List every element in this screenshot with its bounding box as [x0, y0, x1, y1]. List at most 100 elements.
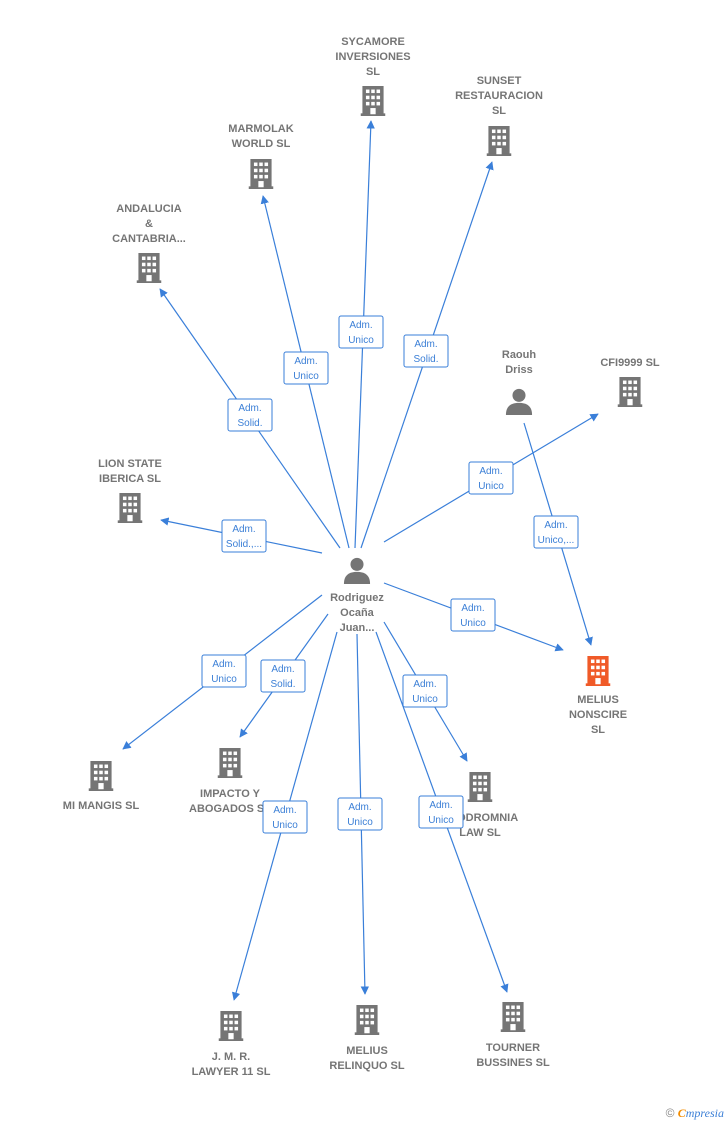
person-icon	[343, 557, 371, 584]
edge-label-impacto[interactable]: Adm. Solid.	[260, 659, 306, 693]
footer-brand: © Cmpresia	[666, 1106, 724, 1121]
node-label-line: CANTABRIA...	[112, 233, 186, 245]
building-icon	[88, 761, 114, 791]
edge-label-lionstate[interactable]: Adm. Solid.,...	[221, 519, 267, 553]
node-label-line: &	[145, 218, 153, 230]
edge-label-andalucia[interactable]: Adm. Solid.	[227, 398, 273, 432]
building-icon	[360, 86, 386, 116]
node-label-line: WORLD SL	[232, 138, 291, 150]
node-label-line: NONSCIRE	[569, 709, 627, 721]
edge-label-box	[227, 398, 273, 432]
edge-label-line: Adm.	[273, 805, 296, 816]
node-label-line: LAW SL	[459, 827, 501, 839]
building-icon	[585, 656, 611, 686]
node-cfi9999[interactable]: CFI9999 SL	[600, 357, 660, 407]
edge-label-line: Adm.	[544, 520, 567, 531]
edge-label-line: Unico	[293, 371, 319, 382]
edge-label-sycamore[interactable]: Adm.Unico	[338, 315, 384, 349]
edge-label-line: Adm.	[479, 466, 502, 477]
node-label-line: SL	[492, 105, 506, 117]
edge-label-sunset[interactable]: Adm. Solid.	[403, 334, 449, 368]
node-label-line: MELIUS	[346, 1045, 388, 1057]
node-label-line: SYCAMORE	[341, 36, 405, 48]
edge-label-line: Solid.,...	[226, 539, 262, 550]
edge-label-mimangis[interactable]: Adm.Unico	[201, 654, 247, 688]
edge-label-line: Adm.	[232, 524, 255, 535]
building-icon	[486, 126, 512, 156]
edge-label-line: Solid.	[237, 418, 262, 429]
edge-label-line: Unico	[478, 481, 504, 492]
node-label-line: SL	[366, 66, 380, 78]
edge-label-line: Solid.	[413, 354, 438, 365]
edge-label-marmolak[interactable]: Adm. Unico	[283, 351, 329, 385]
node-label-line: LAWYER 11 SL	[192, 1066, 271, 1078]
edge-label-box	[262, 800, 308, 834]
edge-label-melius_relinquo[interactable]: Adm.Unico	[337, 797, 383, 831]
node-label-line: TOURNER	[486, 1042, 540, 1054]
node-label-line: ABOGADOS SL	[189, 803, 271, 815]
building-icon	[467, 772, 493, 802]
node-jmr[interactable]: J. M. R. LAWYER 11 SL	[192, 1011, 271, 1078]
building-icon	[617, 377, 643, 407]
edge-label-melius_nonscire[interactable]: Adm. Unico	[450, 598, 496, 632]
node-label-line: MELIUS	[577, 694, 619, 706]
node-label-line: IMPACTO Y	[200, 788, 261, 800]
edge-label-box	[468, 461, 514, 495]
node-sycamore[interactable]: SYCAMORE INVERSIONES SL	[335, 36, 411, 116]
node-label-line: BUSSINES SL	[476, 1057, 550, 1069]
node-label-line: Raouh	[502, 349, 537, 361]
edge-label-line: Adm.	[461, 603, 484, 614]
edge-label-box	[201, 654, 247, 688]
edge-label-prodromnia[interactable]: Adm.Unico	[402, 674, 448, 708]
edge-label-line: Adm.	[238, 403, 261, 414]
edge-label-tourner[interactable]: Adm.Unico	[418, 795, 464, 829]
edge-label-line: Unico	[460, 618, 486, 629]
building-icon	[136, 253, 162, 283]
edge-label-line: Adm.	[271, 664, 294, 675]
edge-label-melius_nonscire[interactable]: Adm. Unico,...	[533, 515, 579, 549]
node-label-line: RELINQUO SL	[329, 1060, 404, 1072]
node-label-line: Rodriguez	[330, 592, 384, 604]
building-icon	[248, 159, 274, 189]
edge-label-line: Unico	[347, 817, 373, 828]
node-label-line: INVERSIONES	[335, 51, 410, 63]
person-icon	[505, 388, 533, 415]
node-label-line: ANDALUCIA	[116, 203, 181, 215]
node-center[interactable]: RodriguezOcañaJuan...	[330, 557, 384, 634]
edge-label-jmr[interactable]: Adm. Unico	[262, 800, 308, 834]
edge-label-line: Adm.	[414, 339, 437, 350]
node-label-line: Driss	[505, 364, 533, 376]
building-icon	[500, 1002, 526, 1032]
node-tourner[interactable]: TOURNER BUSSINES SL	[476, 1002, 550, 1069]
node-impacto[interactable]: IMPACTO Y ABOGADOS SL	[189, 748, 271, 815]
node-label-line: J. M. R.	[212, 1051, 251, 1063]
edge-label-cfi9999[interactable]: Adm. Unico	[468, 461, 514, 495]
node-marmolak[interactable]: MARMOLAK WORLD SL	[228, 123, 294, 189]
node-andalucia[interactable]: ANDALUCIA & CANTABRIA...	[112, 203, 186, 283]
edge-label-line: Unico,...	[538, 535, 575, 546]
edge-label-box	[338, 315, 384, 349]
node-label-line: MARMOLAK	[228, 123, 293, 135]
building-icon	[218, 1011, 244, 1041]
edge-label-box	[337, 797, 383, 831]
edge-label-line: Solid.	[270, 679, 295, 690]
edge-label-line: Adm.	[294, 356, 317, 367]
edge-label-line: Adm.	[429, 800, 452, 811]
node-label-line: Ocaña	[340, 607, 375, 619]
node-label-line: LION STATE	[98, 458, 162, 470]
node-label-line: CFI9999 SL	[600, 357, 660, 369]
node-mimangis[interactable]: MI MANGIS SL	[63, 761, 140, 812]
edge-label-box	[533, 515, 579, 549]
node-melius_relinquo[interactable]: MELIUS RELINQUO SL	[329, 1005, 405, 1072]
edge-label-line: Unico	[348, 335, 374, 346]
edge-label-line: Adm.	[413, 679, 436, 690]
edge-label-line: Unico	[272, 820, 298, 831]
node-label-line: Juan...	[340, 622, 375, 634]
edge-label-box	[403, 334, 449, 368]
